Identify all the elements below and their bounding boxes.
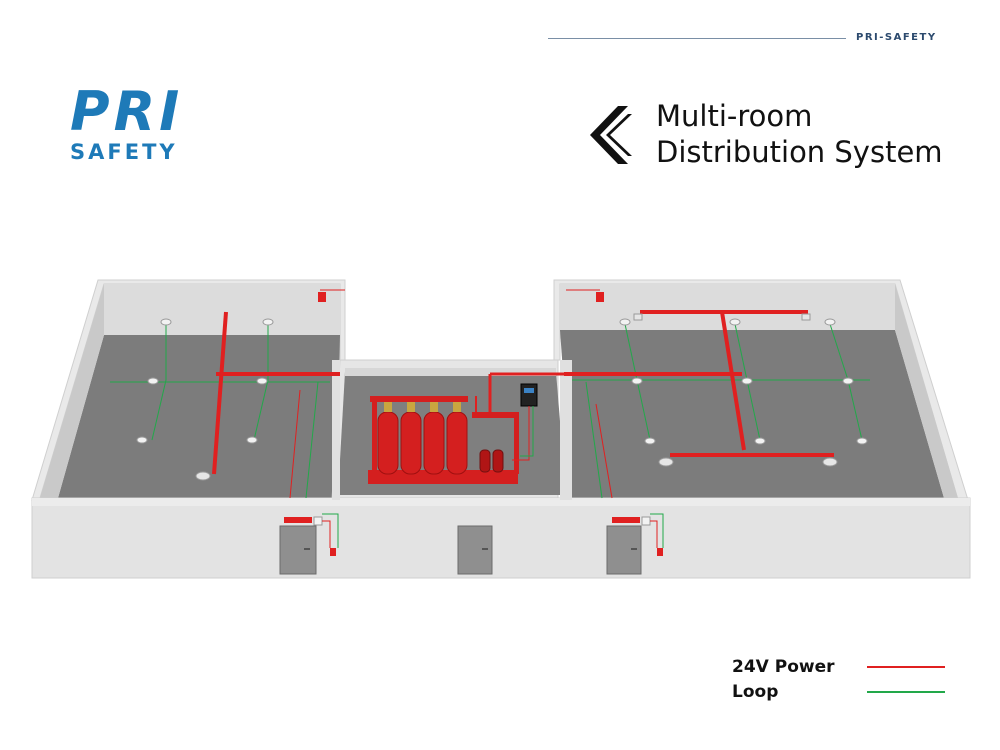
legend: 24V Power Loop [732, 656, 952, 706]
door-left [279, 525, 317, 575]
cylinder-bank [368, 374, 519, 484]
logo-line-1: PRI [70, 80, 184, 143]
gas-cylinders [377, 402, 468, 475]
nozzles [195, 313, 838, 481]
legend-item-power: 24V Power [732, 656, 952, 681]
logo-line-2: SAFETY [70, 140, 178, 164]
title-line-2: Distribution System [656, 135, 943, 169]
legend-label-loop: Loop [732, 682, 779, 702]
control-panel [512, 383, 538, 461]
legend-label-power: 24V Power [732, 657, 835, 677]
double-chevron-left-icon [590, 106, 632, 164]
legend-swatch-power [867, 666, 945, 668]
legend-item-loop: Loop [732, 681, 952, 706]
pri-safety-logo: PRI SAFETY [70, 80, 215, 165]
left-room-control-box [318, 292, 326, 302]
brand-small-text: PRI-SAFETY [856, 32, 937, 43]
power-wiring [212, 289, 834, 499]
title-line-1: Multi-room [656, 99, 813, 133]
header-rule [548, 38, 846, 39]
legend-swatch-loop [867, 691, 945, 693]
doors [279, 525, 642, 575]
page-title: Multi-room Distribution System [656, 98, 943, 170]
detectors [136, 318, 868, 445]
actuator-cylinders [479, 449, 504, 473]
door-signage [284, 513, 664, 556]
right-room-control-box [596, 292, 604, 302]
